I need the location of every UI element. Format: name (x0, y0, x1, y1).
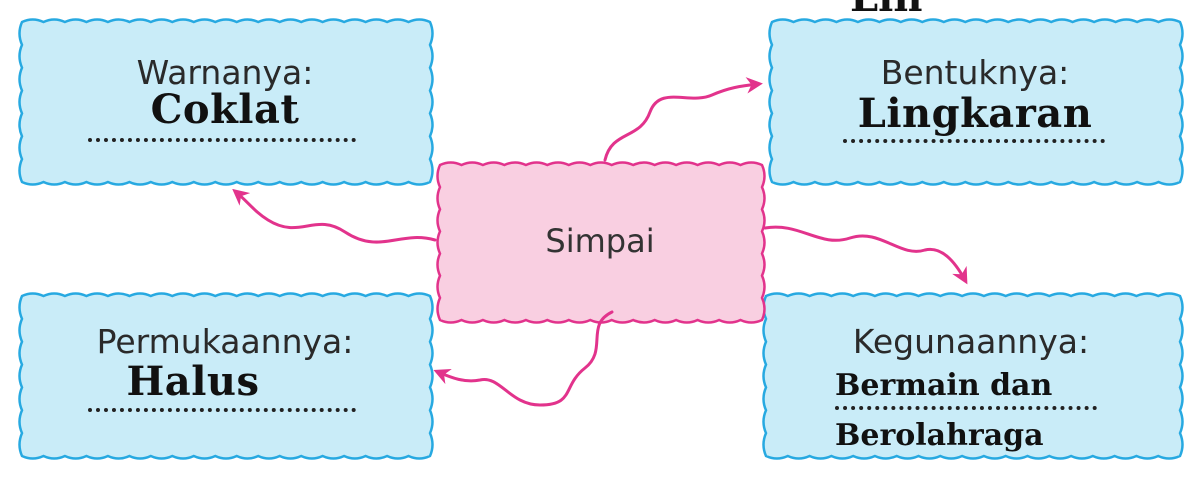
kegunaan-dotted-line (835, 406, 1097, 410)
kegunaan-box (762, 292, 1184, 460)
bentuk-dotted-line (843, 139, 1105, 143)
permukaan-label: Permukaannya: (96, 322, 354, 361)
kegunaan-answer-line2: Berolahraga (835, 418, 1044, 453)
arrow-to-bentuk (603, 77, 763, 162)
top-fragment-text: Lin (850, 0, 970, 18)
center-label: Simpai (545, 222, 655, 260)
bentuk-answer: Lingkaran (857, 90, 1093, 137)
permukaan-dotted-line (88, 408, 356, 412)
bentuk-label: Bentuknya: (880, 53, 1070, 92)
permukaan-answer: Halus (126, 358, 260, 405)
kegunaan-answer-line1: Bermain dan (835, 368, 1053, 403)
arrow-to-permukaan (433, 310, 614, 407)
kegunaan-label: Kegunaannya: (852, 322, 1090, 361)
warna-dotted-line (88, 138, 356, 142)
warna-box (18, 18, 434, 186)
bentuk-box (768, 18, 1184, 186)
warna-label: Warnanya: (136, 53, 314, 92)
permukaan-box (18, 292, 434, 460)
arrow-to-warna (232, 188, 437, 244)
center-box (436, 161, 766, 324)
arrow-to-kegunaan (763, 225, 968, 285)
warna-answer: Coklat (150, 86, 300, 133)
